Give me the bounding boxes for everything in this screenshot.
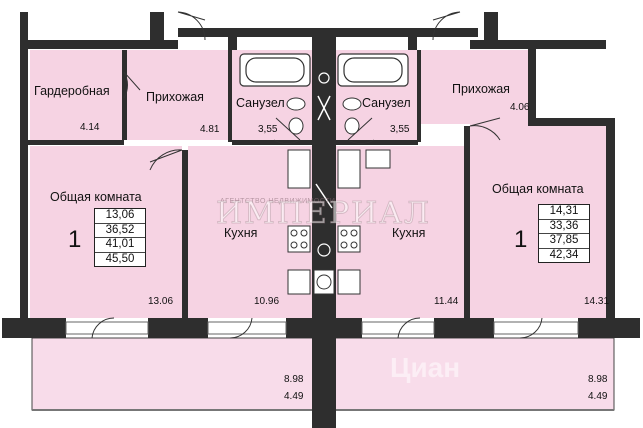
- living-left-area: 13.06: [148, 296, 174, 307]
- total-area-left: 41,01: [95, 238, 145, 253]
- bath-right-label: Санузел: [362, 96, 411, 110]
- area-summary-right: 14,31 33,36 37,85 42,34: [538, 204, 590, 263]
- living-area-right: 14,31: [539, 205, 589, 220]
- hall-right-area: 4.06: [510, 102, 530, 113]
- hall-left-area: 4.81: [200, 124, 220, 135]
- total-area-right: 37,85: [539, 234, 589, 249]
- bath-left-label: Санузел: [236, 96, 285, 110]
- hall-right-label: Прихожая: [452, 82, 510, 96]
- room-count-left: 1: [68, 226, 82, 253]
- living-total-right: 33,36: [539, 220, 589, 234]
- living-area-left: 13,06: [95, 209, 145, 224]
- kitchen-left-area: 10.96: [254, 296, 280, 307]
- living-right-area: 14.31: [584, 296, 610, 307]
- area-summary-left: 13,06 36,52 41,01 45,50: [94, 208, 146, 267]
- living-left-label: Общая комната: [50, 190, 142, 204]
- watermark-brand: ИМПЕРИАЛ: [215, 196, 432, 232]
- kitchen-right-label: Кухня: [392, 226, 426, 240]
- living-total-left: 36,52: [95, 224, 145, 238]
- hall-room-left: [124, 50, 228, 140]
- hall-left-label: Прихожая: [146, 90, 204, 104]
- total-with-balcony-left: 45,50: [105, 252, 135, 265]
- bath-left-area: 3,55: [258, 124, 278, 135]
- wardrobe-label: Гардеробная: [34, 84, 110, 98]
- balcony-left-area-half: 4.49: [284, 391, 304, 402]
- wardrobe-room: [30, 50, 124, 140]
- watermark-agency-text: АГЕНТСТВО НЕДВИЖИМОСТИ: [220, 198, 336, 205]
- hall-room-right: [420, 50, 528, 124]
- total-with-balcony-right: 42,34: [549, 248, 579, 261]
- kitchen-right-area: 11.44: [434, 296, 459, 307]
- kitchen-left-label: Кухня: [224, 226, 258, 240]
- living-right-label: Общая комната: [492, 182, 584, 196]
- balcony-right-area-full: 8.98: [588, 374, 608, 385]
- watermark-cian: Циан: [390, 352, 461, 383]
- bath-right-area: 3,55: [390, 124, 410, 135]
- balcony-left-area-full: 8.98: [284, 374, 304, 385]
- room-count-right: 1: [514, 226, 528, 253]
- balcony-right-area-half: 4.49: [588, 391, 608, 402]
- wardrobe-area: 4.14: [80, 122, 100, 133]
